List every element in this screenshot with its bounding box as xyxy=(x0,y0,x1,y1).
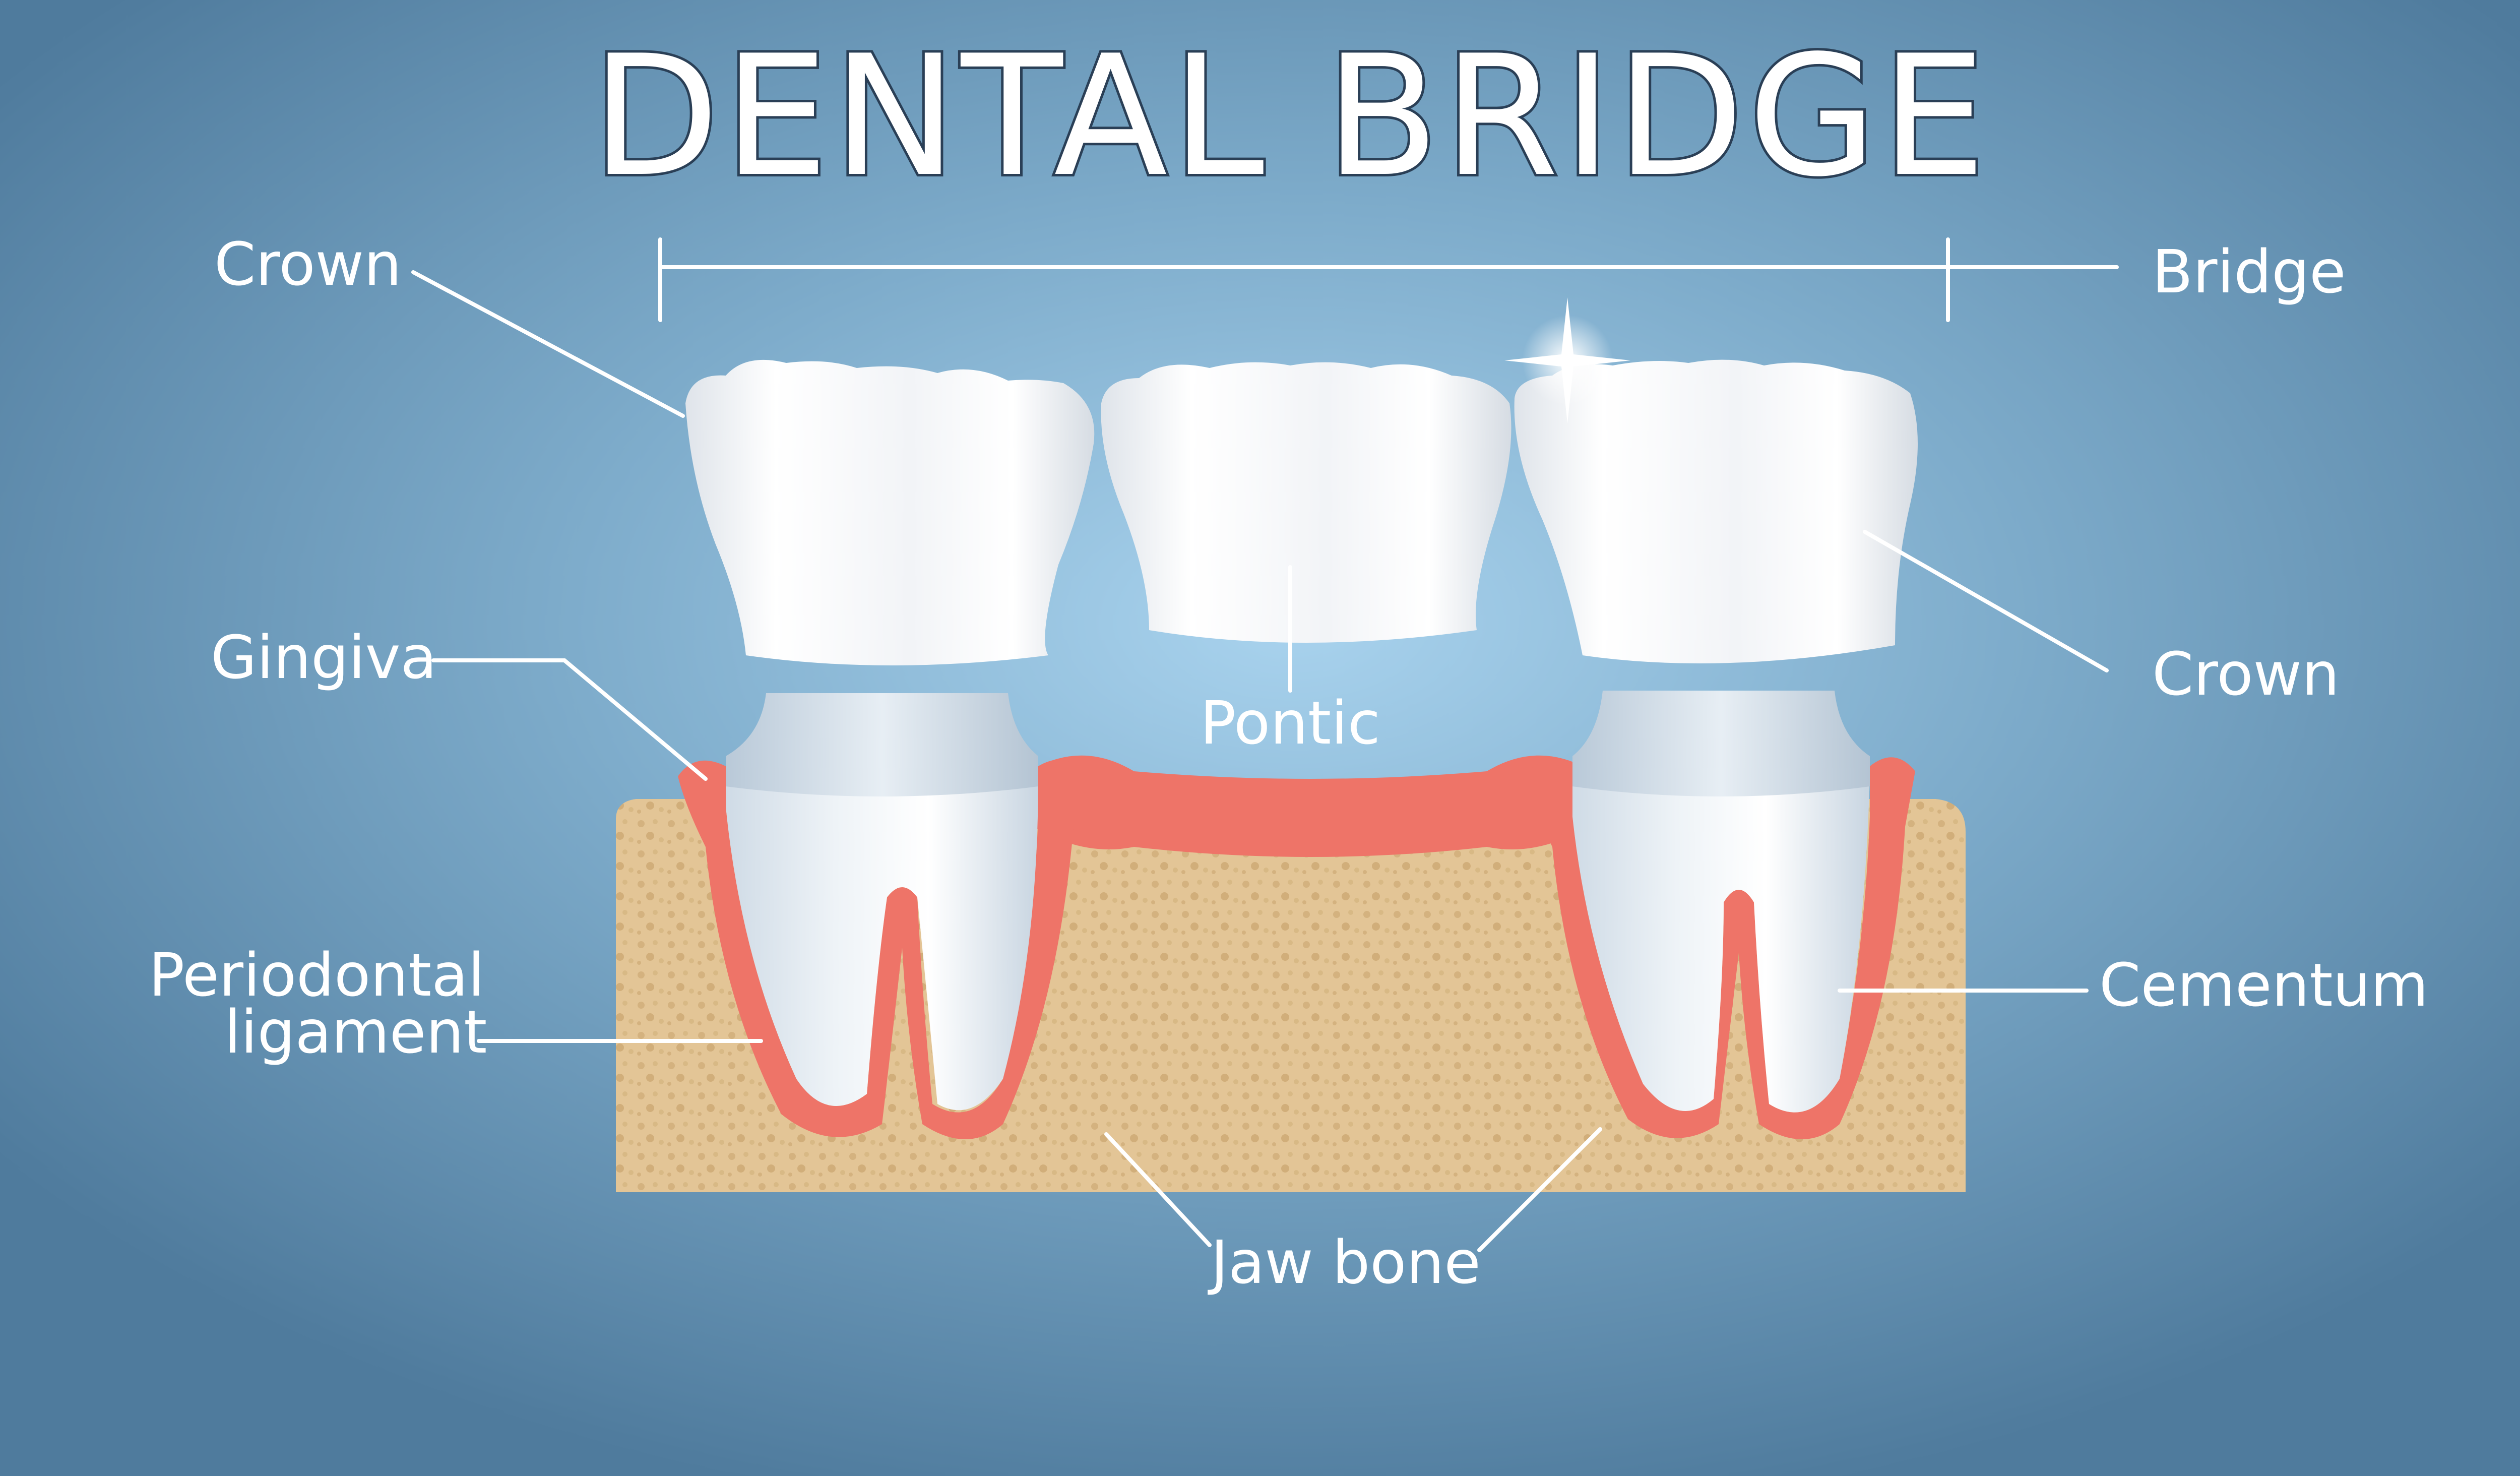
leader-jaw-bone-right xyxy=(1477,1127,1602,1252)
leader-crown-left xyxy=(411,270,685,418)
label-crown-left: Crown xyxy=(214,229,402,299)
leader-gingiva xyxy=(431,658,708,781)
label-periodontal-line1: Periodontal xyxy=(149,940,484,1010)
leader-crown-right xyxy=(1863,530,2109,672)
gingiva-bridge xyxy=(1033,755,1588,857)
label-jaw-bone: Jaw bone xyxy=(1207,1227,1481,1297)
label-gingiva: Gingiva xyxy=(211,623,437,692)
label-periodontal-line2: ligament xyxy=(224,997,487,1067)
gingiva-right-socket xyxy=(1527,757,1915,1139)
sparkle-highlight xyxy=(1504,297,1630,423)
pontic-crown xyxy=(1101,362,1511,643)
leader-jaw-bone-left xyxy=(1104,1132,1212,1247)
left-crown xyxy=(685,359,1095,665)
right-crown xyxy=(1514,359,1918,663)
left-tooth-root xyxy=(726,776,1038,1111)
diagram-title: DENTAL BRIDGE xyxy=(591,20,1990,213)
gingiva-left-socket xyxy=(678,760,1084,1139)
left-abutment xyxy=(726,693,1038,796)
label-cementum: Cementum xyxy=(2099,950,2428,1020)
bridge-span-bracket xyxy=(658,237,2119,322)
label-pontic: Pontic xyxy=(1200,688,1380,758)
label-bridge: Bridge xyxy=(2152,237,2346,306)
right-abutment xyxy=(1572,691,1870,796)
label-crown-right: Crown xyxy=(2152,639,2340,709)
right-tooth-root xyxy=(1572,776,1870,1113)
